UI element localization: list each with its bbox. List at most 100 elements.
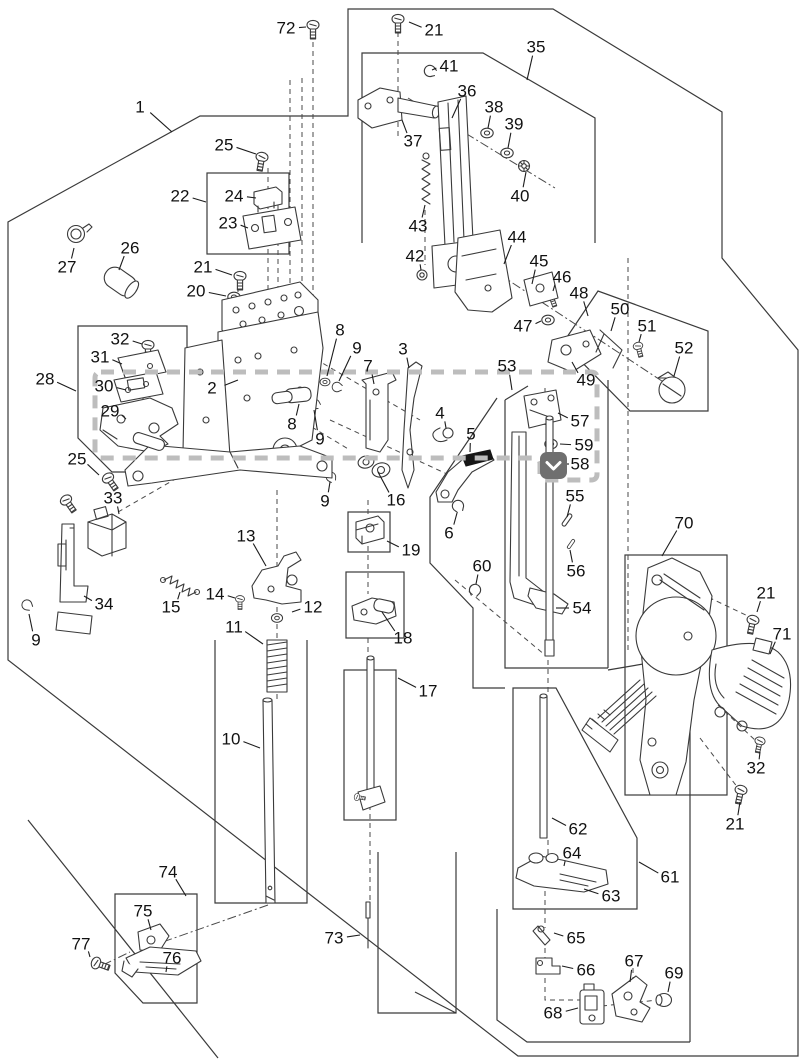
- part-callout-31: 31: [91, 348, 110, 367]
- callout-leader: [326, 338, 337, 377]
- callout-leader: [638, 861, 659, 874]
- chevron-down-icon: [545, 461, 562, 471]
- plate-23: [242, 206, 302, 250]
- callout-leader: [371, 374, 375, 385]
- callout-leader: [629, 969, 633, 983]
- bracket-49: [547, 329, 602, 373]
- ring-12: [270, 613, 284, 623]
- part-callout-21: 21: [757, 584, 776, 603]
- group-box-35-inner: [361, 52, 596, 243]
- part-callout-28: 28: [36, 370, 55, 389]
- part-callout-16: 16: [387, 491, 406, 510]
- scroll-indicator-badge[interactable]: [540, 452, 567, 479]
- callout-leader: [116, 387, 127, 391]
- part-callout-7: 7: [363, 357, 372, 376]
- callout-leader: [192, 197, 207, 203]
- screw-51: [631, 340, 646, 359]
- eclip-60: [467, 582, 483, 598]
- part-callout-47: 47: [514, 317, 533, 336]
- part-callout-38: 38: [485, 98, 504, 117]
- part-callout-48: 48: [570, 284, 589, 303]
- callout-leader: [531, 269, 536, 285]
- part-callout-72: 72: [277, 19, 296, 38]
- roller-26: [103, 266, 140, 299]
- bracket-57: [523, 389, 562, 429]
- callout-leader: [243, 741, 261, 749]
- callout-leader: [165, 966, 168, 973]
- screw-25: [253, 150, 270, 173]
- part-callout-66: 66: [577, 961, 596, 980]
- part-callout-49: 49: [577, 371, 596, 390]
- callout-leader: [291, 608, 301, 613]
- group-box-53-notch: [429, 397, 505, 689]
- wire-4: [432, 427, 454, 443]
- callout-leader: [236, 146, 257, 155]
- part-callout-20: 20: [187, 282, 206, 301]
- callout-leader: [83, 595, 93, 602]
- callout-leader: [381, 611, 396, 632]
- pin-56: [566, 538, 576, 550]
- part-callout-25: 25: [68, 450, 87, 469]
- callout-leader: [557, 412, 569, 419]
- part-callout-51: 51: [638, 317, 657, 336]
- block-18: [351, 597, 397, 625]
- part-callout-76: 76: [163, 949, 182, 968]
- part-callout-33: 33: [104, 489, 123, 508]
- callout-leader: [112, 359, 123, 365]
- bracket-37: [357, 87, 441, 129]
- callout-leader: [431, 67, 437, 71]
- part-callout-4: 4: [435, 404, 444, 423]
- part-callout-1: 1: [135, 98, 144, 117]
- spring-43: [421, 152, 431, 205]
- callout-leader: [149, 112, 173, 133]
- part-callout-39: 39: [505, 115, 524, 134]
- callout-leader: [444, 421, 447, 429]
- callout-leader: [118, 255, 125, 271]
- callout-leader: [295, 403, 300, 416]
- callout-leader: [552, 284, 556, 292]
- part-callout-65: 65: [567, 929, 586, 948]
- part-callout-58: 58: [571, 455, 590, 474]
- callout-leader: [224, 379, 239, 386]
- part-callout-21: 21: [194, 258, 213, 277]
- callout-leader: [346, 934, 361, 938]
- callout-leader: [453, 512, 458, 525]
- callout-leader: [451, 98, 462, 119]
- callout-leader: [28, 613, 34, 632]
- part-callout-9: 9: [315, 430, 324, 449]
- part-callout-34: 34: [95, 595, 114, 614]
- spring-11: [266, 639, 288, 693]
- shank-75: [137, 923, 170, 953]
- part-callout-14: 14: [206, 585, 225, 604]
- callout-leader: [397, 677, 417, 688]
- part-callout-75: 75: [134, 902, 153, 921]
- callout-leader: [298, 26, 307, 29]
- plate-30: [113, 371, 164, 403]
- callout-leader: [509, 374, 513, 391]
- part-callout-6: 6: [444, 524, 453, 543]
- block-19: [355, 515, 385, 545]
- part-callout-67: 67: [625, 952, 644, 971]
- part-callout-23: 23: [219, 214, 238, 233]
- connector-33: [87, 506, 127, 557]
- link-66: [535, 957, 561, 975]
- screw-32b: [752, 735, 767, 755]
- callout-leader: [121, 414, 127, 420]
- part-callout-61: 61: [661, 868, 680, 887]
- callout-leader: [252, 543, 267, 567]
- callout-leader: [475, 574, 479, 585]
- screw-21-mid: [233, 270, 247, 291]
- nut-42: [416, 269, 428, 281]
- callout-leader: [215, 268, 233, 276]
- callout-leader: [338, 355, 352, 382]
- part-callout-73: 73: [325, 929, 344, 948]
- screw-77: [89, 955, 112, 974]
- part-callout-27: 27: [58, 258, 77, 277]
- cover-71: [708, 637, 792, 732]
- part-callout-60: 60: [473, 557, 492, 576]
- eclip-41: [422, 63, 438, 79]
- callout-leader: [408, 21, 422, 28]
- callout-leader: [758, 751, 761, 760]
- callout-leader: [638, 333, 642, 343]
